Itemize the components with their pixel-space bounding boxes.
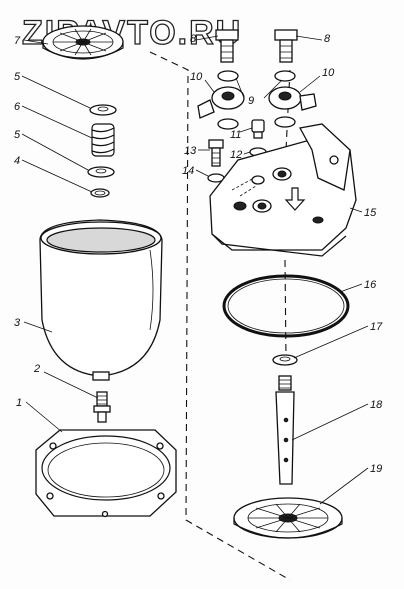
part-4-lock-ring	[90, 188, 110, 198]
callout-5-lower: 5	[14, 129, 21, 141]
callout-8-left: 8	[190, 33, 197, 45]
callout-11: 11	[230, 129, 241, 141]
part-16-gasket	[222, 274, 350, 338]
part-6-spring	[91, 123, 115, 157]
callout-5-upper: 5	[14, 71, 21, 83]
callout-8-right: 8	[324, 33, 331, 45]
callout-4: 4	[14, 155, 20, 167]
part-15-filter-housing	[209, 123, 357, 257]
callout-10-left: 10	[190, 71, 203, 83]
callout-1: 1	[16, 397, 22, 409]
part-19-filter-element	[233, 497, 343, 539]
callout-2: 2	[33, 363, 40, 375]
part-3-sediment-bowl	[39, 219, 163, 381]
part-9-washers-lower	[217, 116, 296, 130]
callout-19: 19	[370, 463, 382, 475]
part-10-banjo-fitting-right	[268, 86, 317, 111]
callout-7: 7	[14, 35, 21, 47]
callout-15: 15	[364, 207, 377, 219]
part-5-washer-upper	[89, 104, 117, 116]
part-8-banjo-bolt-right	[274, 29, 298, 63]
callout-10-right: 10	[322, 67, 335, 79]
leader-lines	[21, 35, 369, 505]
callout-16: 16	[364, 279, 377, 291]
callout-17: 17	[370, 321, 383, 333]
callout-14: 14	[182, 165, 194, 177]
part-5-washer-lower	[87, 166, 115, 178]
callout-9: 9	[248, 95, 254, 107]
callout-labels: 7 5 6 5 4 3 2 1 8 8 9 10 10 11 12 13 14 …	[14, 33, 383, 475]
part-17-washer	[272, 354, 298, 366]
part-1-clamp-flange	[35, 429, 177, 518]
part-18-center-rod	[275, 375, 295, 485]
callout-18: 18	[370, 399, 383, 411]
callout-12: 12	[230, 149, 242, 161]
part-11-plug	[251, 119, 265, 139]
callout-3: 3	[14, 317, 21, 329]
part-2-drain-plug	[93, 391, 111, 423]
part-13-bolt	[208, 139, 224, 167]
part-8-banjo-bolt-left	[215, 29, 239, 63]
callout-13: 13	[184, 145, 197, 157]
part-7-filter-cover	[42, 25, 124, 60]
part-10-banjo-fitting-left	[197, 86, 245, 119]
part-9-washers-upper	[217, 70, 296, 82]
callout-6: 6	[14, 101, 21, 113]
